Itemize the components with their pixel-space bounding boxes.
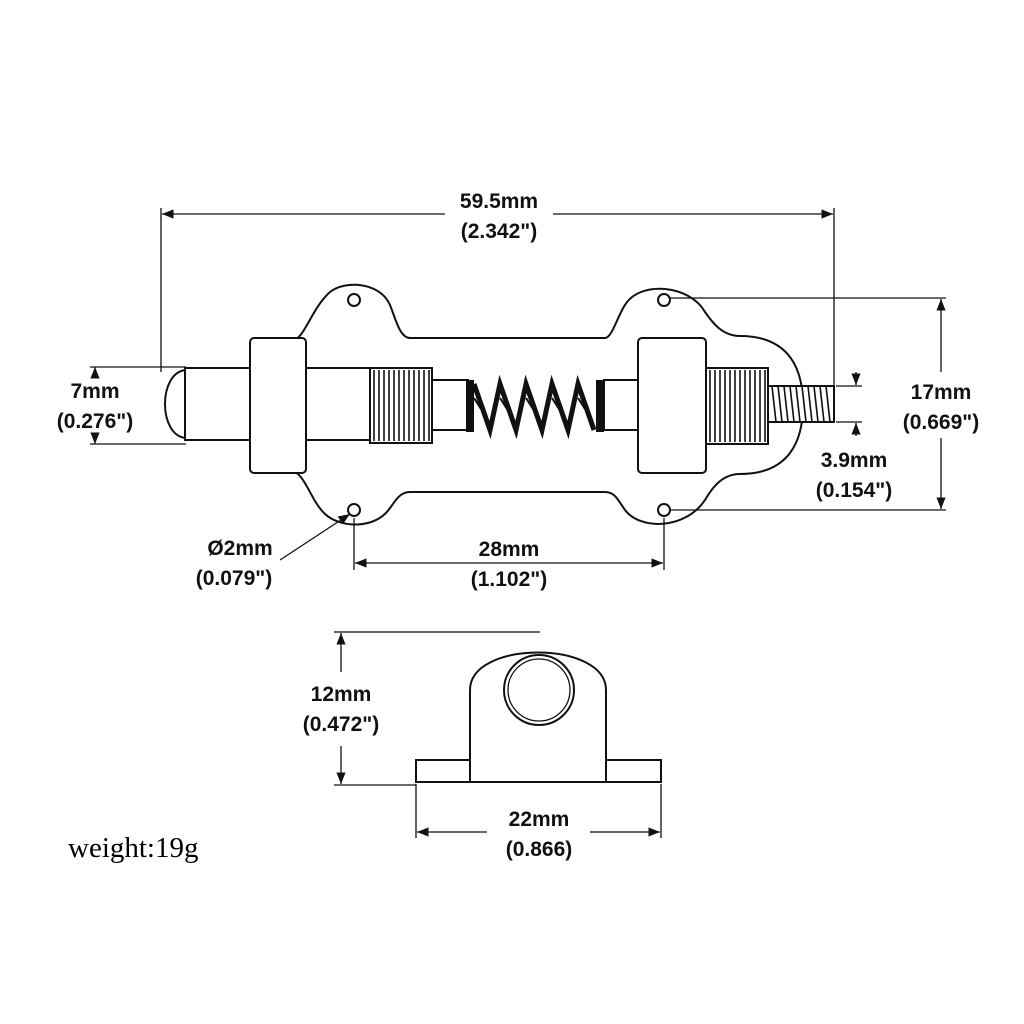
left-guide-block — [249, 337, 307, 474]
right-guide-block — [637, 337, 707, 474]
hole-diameter-inch: (0.079") — [196, 567, 273, 590]
mounting-hole-bottom-left — [347, 503, 361, 517]
dimension-keeper-width: 22mm (0.866) — [415, 784, 662, 861]
keeper-height-inch: (0.472") — [303, 713, 380, 736]
dimension-keeper-height: 12mm (0.472") — [303, 631, 540, 786]
dimension-hole-diameter: Ø2mm (0.079") — [196, 513, 351, 590]
dimension-overall-height: 17mm (0.669") — [670, 297, 980, 511]
plunger-diameter-inch: (0.276") — [57, 410, 134, 433]
overall-height-inch: (0.669") — [903, 411, 980, 434]
weight-label: weight:19g — [68, 832, 199, 864]
plunger-shaft — [184, 367, 256, 441]
main-rod — [305, 367, 371, 441]
inner-rod — [431, 379, 469, 431]
keeper-width-mm: 22mm — [509, 808, 570, 831]
mounting-hole-top-left — [347, 293, 361, 307]
overall-height-mm: 17mm — [911, 381, 972, 404]
mounting-hole-top-right — [657, 293, 671, 307]
spring — [466, 374, 604, 440]
dimension-overall-length: 59.5mm (2.342") — [160, 190, 835, 388]
plunger-diameter-mm: 7mm — [70, 380, 119, 403]
dimension-hole-spacing: 28mm (1.102") — [353, 518, 665, 591]
left-knurled-collar — [369, 367, 433, 444]
keeper-height-mm: 12mm — [311, 683, 372, 706]
keeper-width-inch: (0.866) — [506, 838, 573, 861]
hole-spacing-inch: (1.102") — [471, 568, 548, 591]
plunger-tip — [164, 368, 187, 440]
overall-length-inch: (2.342") — [461, 220, 538, 243]
overall-length-mm: 59.5mm — [460, 190, 538, 213]
hole-diameter-mm: Ø2mm — [207, 537, 272, 560]
dimension-thread-diameter: 3.9mm (0.154") — [816, 372, 893, 502]
dimension-plunger-diameter: 7mm (0.276") — [57, 366, 186, 445]
threaded-end — [767, 385, 835, 423]
hole-spacing-mm: 28mm — [479, 538, 540, 561]
thread-diameter-mm: 3.9mm — [821, 449, 888, 472]
keeper-hole — [503, 654, 575, 726]
right-knurled-collar — [705, 367, 769, 445]
thread-diameter-inch: (0.154") — [816, 479, 893, 502]
keeper-catch — [415, 651, 662, 783]
right-rod-segment — [603, 379, 639, 431]
